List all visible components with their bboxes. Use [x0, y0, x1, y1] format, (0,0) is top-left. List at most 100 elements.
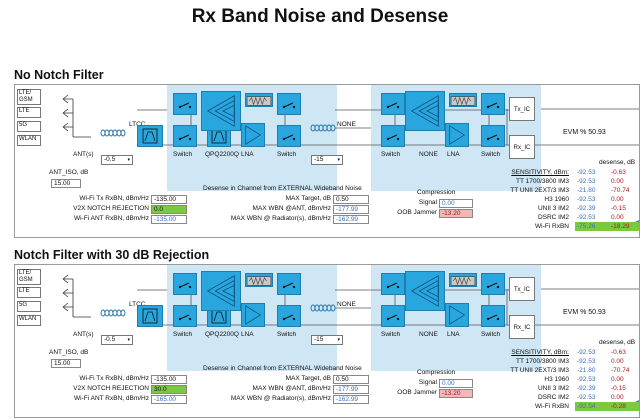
- page-title: Rx Band Noise and Desense: [191, 6, 449, 27]
- compression-label: Compression: [417, 189, 456, 196]
- table-row-desense: 0.00: [611, 376, 624, 383]
- signal-label: Signal: [418, 379, 437, 386]
- max-wbn-ant-field: -177.99: [333, 205, 369, 214]
- antenna-label-box: WLAN: [17, 135, 41, 146]
- table-row-sensitivity: -92.53: [577, 169, 596, 176]
- mid-loss-dropdown[interactable]: -15▾: [311, 155, 343, 165]
- component-label: Switch: [381, 151, 401, 158]
- switch-block: [481, 273, 505, 295]
- switch-block: [381, 273, 405, 295]
- mid-loss-dropdown-value: -15: [314, 336, 324, 343]
- table-row-desense: -70.74: [611, 367, 630, 374]
- table-row-desense: -0.28: [611, 403, 626, 410]
- max-wbn-rad-field: -162.99: [333, 395, 369, 404]
- panel-no-notch: LTE/ GSMLTE5GWLANANT(s)-0.5▾-15▾LTCCANT_…: [14, 84, 640, 238]
- lna-block: [445, 303, 469, 327]
- component-label: NONE: [419, 331, 438, 338]
- wifi-ant-label: Wi-Fi ANT RxBN, dBm/Hz: [74, 215, 149, 222]
- antenna-label-box: LTE/ GSM: [17, 89, 41, 105]
- table-row-desense: 0.00: [611, 394, 624, 401]
- signal-field: 0.00: [439, 199, 473, 208]
- lna-block: [241, 303, 265, 327]
- wifi-tx-field[interactable]: -135.00: [151, 375, 187, 384]
- wifi-tx-field[interactable]: -135.00: [151, 195, 187, 204]
- component-label: LNA: [241, 151, 254, 158]
- table-row-desense: 0.00: [611, 196, 624, 203]
- switch-block: [277, 125, 301, 147]
- oob-label: OOB Jammer: [397, 209, 437, 216]
- ltcc-filter-block: [137, 125, 163, 147]
- table-row-desense: -0.15: [611, 205, 626, 212]
- mid-loss-dropdown[interactable]: -15▾: [311, 335, 343, 345]
- ltcc-filter-block: [137, 305, 163, 327]
- table-row-sensitivity: -92.39: [577, 205, 596, 212]
- switch-block: [173, 305, 197, 327]
- antenna-icon: [62, 108, 73, 118]
- ant-iso-field[interactable]: 15.00: [51, 179, 81, 188]
- table-row-label: TT UNII 2EXT/3 IM3: [510, 367, 569, 374]
- component-label: Switch: [481, 151, 501, 158]
- switch-block: [277, 305, 301, 327]
- table-row-sensitivity: -21.80: [577, 187, 596, 194]
- section-title-notch: Notch Filter with 30 dB Rejection: [14, 248, 210, 262]
- notch-label: V2X NOTCH REJECTION: [73, 385, 149, 392]
- table-row-label: Wi-Fi RxBN: [535, 403, 569, 410]
- panel-notch: LTE/ GSMLTE5GWLANANT(s)-0.5▾-15▾LTCCANT_…: [14, 264, 640, 418]
- component-label: QPQ2200Q: [205, 151, 239, 158]
- table-row-label: UNII 3 IM2: [537, 205, 569, 212]
- table-row-desense: -0.63: [611, 349, 626, 356]
- ant-loss-dropdown-value: -0.5: [104, 336, 116, 343]
- table-row-label: Wi-Fi RxBN: [535, 223, 569, 230]
- table-row-sensitivity: -92.53: [577, 349, 596, 356]
- max-target-field[interactable]: 0.50: [333, 375, 369, 384]
- table-row-sensitivity: -92.53: [577, 376, 596, 383]
- antenna-icon: [62, 122, 73, 132]
- antenna-icon: [62, 302, 73, 312]
- component-label: LNA: [447, 331, 460, 338]
- notch-field[interactable]: 0.0: [151, 205, 187, 214]
- antenna-label-box: LTE/ GSM: [17, 269, 41, 285]
- max-wbn-ant-label: MAX WBN @ANT, dBm/Hz: [252, 385, 331, 392]
- switch-block: [481, 305, 505, 327]
- max-wbn-rad-label: MAX WBN @ Radiator(s), dBm/Hz: [230, 395, 331, 402]
- antenna-label-box: 5G: [17, 301, 41, 312]
- table-row-sensitivity: -75.26: [577, 223, 596, 230]
- ant-iso-field[interactable]: 15.00: [51, 359, 81, 368]
- max-target-field[interactable]: 0.50: [333, 195, 369, 204]
- ant-loss-dropdown[interactable]: -0.5▾: [101, 335, 133, 345]
- table-row-label: H3 1960: [544, 196, 569, 203]
- lna-block: [445, 123, 469, 147]
- ltcc-label: LTCC: [129, 121, 146, 128]
- table-row-sensitivity: -92.53: [577, 214, 596, 221]
- notch-field[interactable]: 30.0: [151, 385, 187, 394]
- max-target-label: MAX Target, dB: [285, 375, 331, 382]
- wifi-ant-field: -135.00: [151, 215, 187, 224]
- desense-title: Desense in Channel from EXTERNAL Wideban…: [203, 185, 362, 192]
- rx-ic-box: Rx_IC: [509, 315, 535, 339]
- antenna-label-box: WLAN: [17, 315, 41, 326]
- table-row-label: TT UNII 2EXT/3 IM3: [510, 187, 569, 194]
- inductor-icon: [100, 129, 126, 137]
- max-wbn-ant-label: MAX WBN @ANT, dBm/Hz: [252, 205, 331, 212]
- inductor-icon: [310, 124, 336, 132]
- ant-iso-label: ANT_ISO, dB: [49, 349, 89, 356]
- switch-block: [277, 273, 301, 295]
- table-row-label: DSRC IM2: [537, 214, 569, 221]
- antenna-label-box: LTE: [17, 287, 41, 298]
- switch-block: [381, 93, 405, 115]
- table-row-sensitivity: -92.53: [577, 394, 596, 401]
- table-row-sensitivity: -21.80: [577, 367, 596, 374]
- table-row-sensitivity: -92.53: [577, 358, 596, 365]
- mid-loss-dropdown-value: -15: [314, 156, 324, 163]
- ant-loss-dropdown[interactable]: -0.5▾: [101, 155, 133, 165]
- antenna-label-box: LTE: [17, 107, 41, 118]
- inductor-icon: [310, 304, 336, 312]
- table-row-sensitivity: -92.39: [577, 385, 596, 392]
- wifi-ant-label: Wi-Fi ANT RxBN, dBm/Hz: [74, 395, 149, 402]
- table-row-desense: -70.74: [611, 187, 630, 194]
- component-label: Switch: [481, 331, 501, 338]
- table-row-label: TT 1700/3800 IM3: [516, 358, 569, 365]
- oob-label: OOB Jammer: [397, 389, 437, 396]
- rx-ic-box: Rx_IC: [509, 135, 535, 159]
- inductor-icon: [100, 309, 126, 317]
